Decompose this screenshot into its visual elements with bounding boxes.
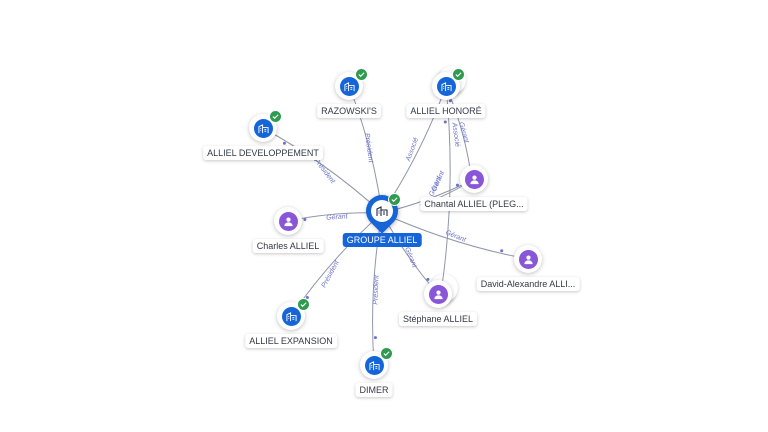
building-icon [371,200,393,222]
building-icon [339,76,359,96]
edge-arrow-chantal [455,183,459,187]
company-node-circle[interactable] [249,110,282,142]
company-node-circle[interactable] [360,347,393,379]
company-node-circle[interactable] [432,66,466,100]
edge-arrow-charles [303,218,307,222]
node-label[interactable]: RAZOWSKI'S [317,104,381,118]
edge-label-charles: Gérant [326,213,349,222]
person-icon [428,284,448,304]
edge-label-alliel_dev: Président [312,157,336,185]
edge-arrow-alliel_honore_associe [443,120,447,124]
edge-label-alliel_honore: Associé [405,137,420,163]
person-icon [464,169,484,189]
edge-david [381,212,529,260]
edge-label-alliel_honore_associe: Associé [450,121,460,147]
edge-arrow-david [500,249,504,253]
edge-label-dimer: Président [372,274,380,305]
company-node-circle[interactable] [277,298,310,330]
person-node-circle[interactable] [460,165,488,193]
edge-arrow-dimer [373,336,377,340]
edge-arrow-stephane [426,277,430,281]
node-label[interactable]: DIMER [355,383,393,397]
building-icon [364,355,384,375]
person-icon [518,249,538,269]
edge-arrow-alliel_honore_gerant [448,99,452,103]
building-icon [281,306,301,326]
verified-check-icon [388,193,401,206]
node-label[interactable]: Chantal ALLIEL (PLEG... [420,197,528,211]
person-icon [278,211,298,231]
node-label[interactable]: Stéphane ALLIEL [398,312,478,326]
node-label[interactable]: ALLIEL HONORÉ [406,104,486,118]
company-node-circle[interactable] [335,68,368,100]
edge-arrow-alliel_dev [282,141,286,145]
node-label[interactable]: David-Alexandre ALLI... [476,277,580,291]
edge-label-alliel_exp: Président [321,259,342,289]
node-label[interactable]: ALLIEL EXPANSION [245,334,337,348]
node-label[interactable]: Charles ALLIEL [252,239,324,253]
person-node-circle[interactable] [274,207,302,235]
center-node-label[interactable]: GROUPE ALLIEL [342,233,422,247]
building-icon [253,118,273,138]
node-label[interactable]: ALLIEL DEVELOPPEMENT [203,146,323,160]
edge-label-razowski: Président [363,133,374,164]
verified-check-icon [297,298,310,311]
verified-check-icon [380,347,393,360]
verified-check-icon [355,68,368,81]
edge-label-stephane: Gérant [403,246,418,269]
verified-check-icon [269,110,282,123]
verified-check-icon [452,68,465,81]
person-node-circle[interactable] [514,245,542,273]
building-icon [436,76,456,96]
person-node-circle[interactable] [424,274,458,308]
